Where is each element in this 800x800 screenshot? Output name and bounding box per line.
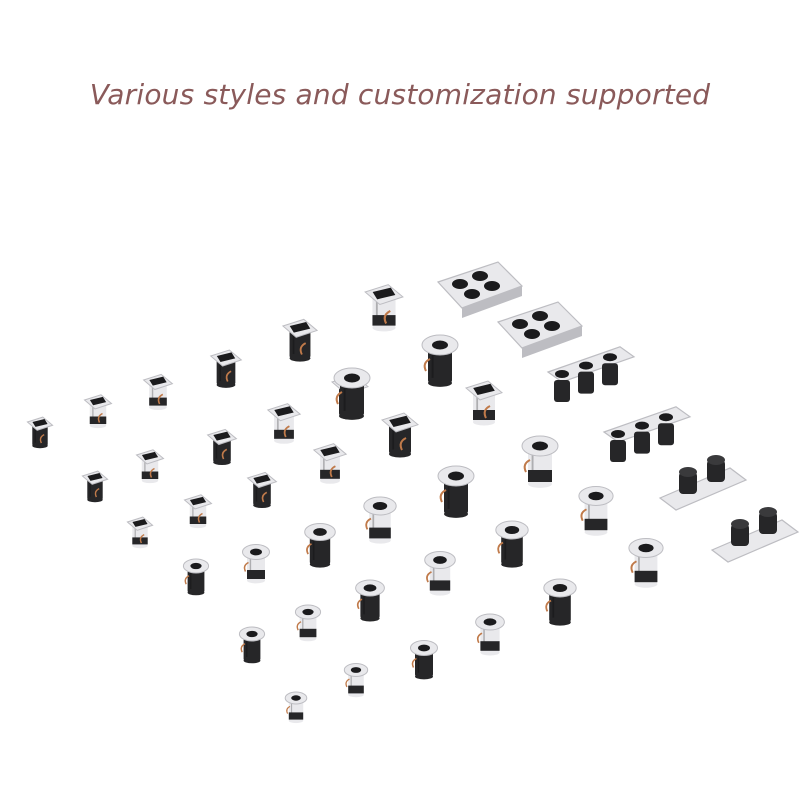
round-downlight — [363, 496, 397, 544]
round-downlight — [182, 558, 210, 596]
multi-head-grille — [436, 261, 524, 318]
square-downlight — [246, 471, 278, 509]
square-downlight — [26, 416, 54, 449]
headline: Various styles and customization support… — [89, 78, 711, 111]
square-downlight — [206, 428, 238, 466]
round-downlight — [521, 435, 559, 488]
linear-grille-light — [546, 346, 636, 402]
square-downlight — [281, 318, 319, 362]
square-downlight — [81, 470, 109, 503]
square-downlight — [135, 449, 165, 484]
round-downlight — [294, 604, 322, 642]
square-downlight — [266, 403, 302, 444]
round-downlight — [343, 663, 369, 698]
round-downlight — [238, 626, 266, 664]
round-downlight — [424, 551, 456, 596]
square-downlight — [183, 494, 213, 529]
round-downlight — [543, 578, 577, 626]
round-downlight — [495, 520, 529, 568]
square-downlight — [464, 380, 504, 426]
linear-grille-light — [602, 406, 692, 462]
round-downlight — [421, 334, 459, 387]
square-downlight — [83, 394, 113, 429]
adjustable-twin-spotlight — [710, 507, 800, 563]
round-downlight — [242, 544, 270, 584]
round-downlight — [284, 691, 308, 724]
round-downlight — [578, 486, 614, 536]
square-downlight — [364, 284, 404, 332]
round-downlight — [628, 538, 664, 588]
round-downlight — [410, 640, 438, 680]
adjustable-twin-spotlight — [658, 455, 748, 511]
round-downlight — [355, 579, 385, 622]
square-downlight — [126, 516, 154, 549]
round-downlight — [333, 367, 371, 420]
square-downlight — [142, 373, 174, 411]
square-downlight — [380, 412, 420, 458]
round-downlight — [437, 465, 475, 518]
square-downlight — [312, 443, 348, 484]
multi-head-grille — [496, 301, 584, 358]
round-downlight — [304, 523, 336, 568]
round-downlight — [475, 613, 505, 656]
square-downlight — [209, 349, 243, 388]
